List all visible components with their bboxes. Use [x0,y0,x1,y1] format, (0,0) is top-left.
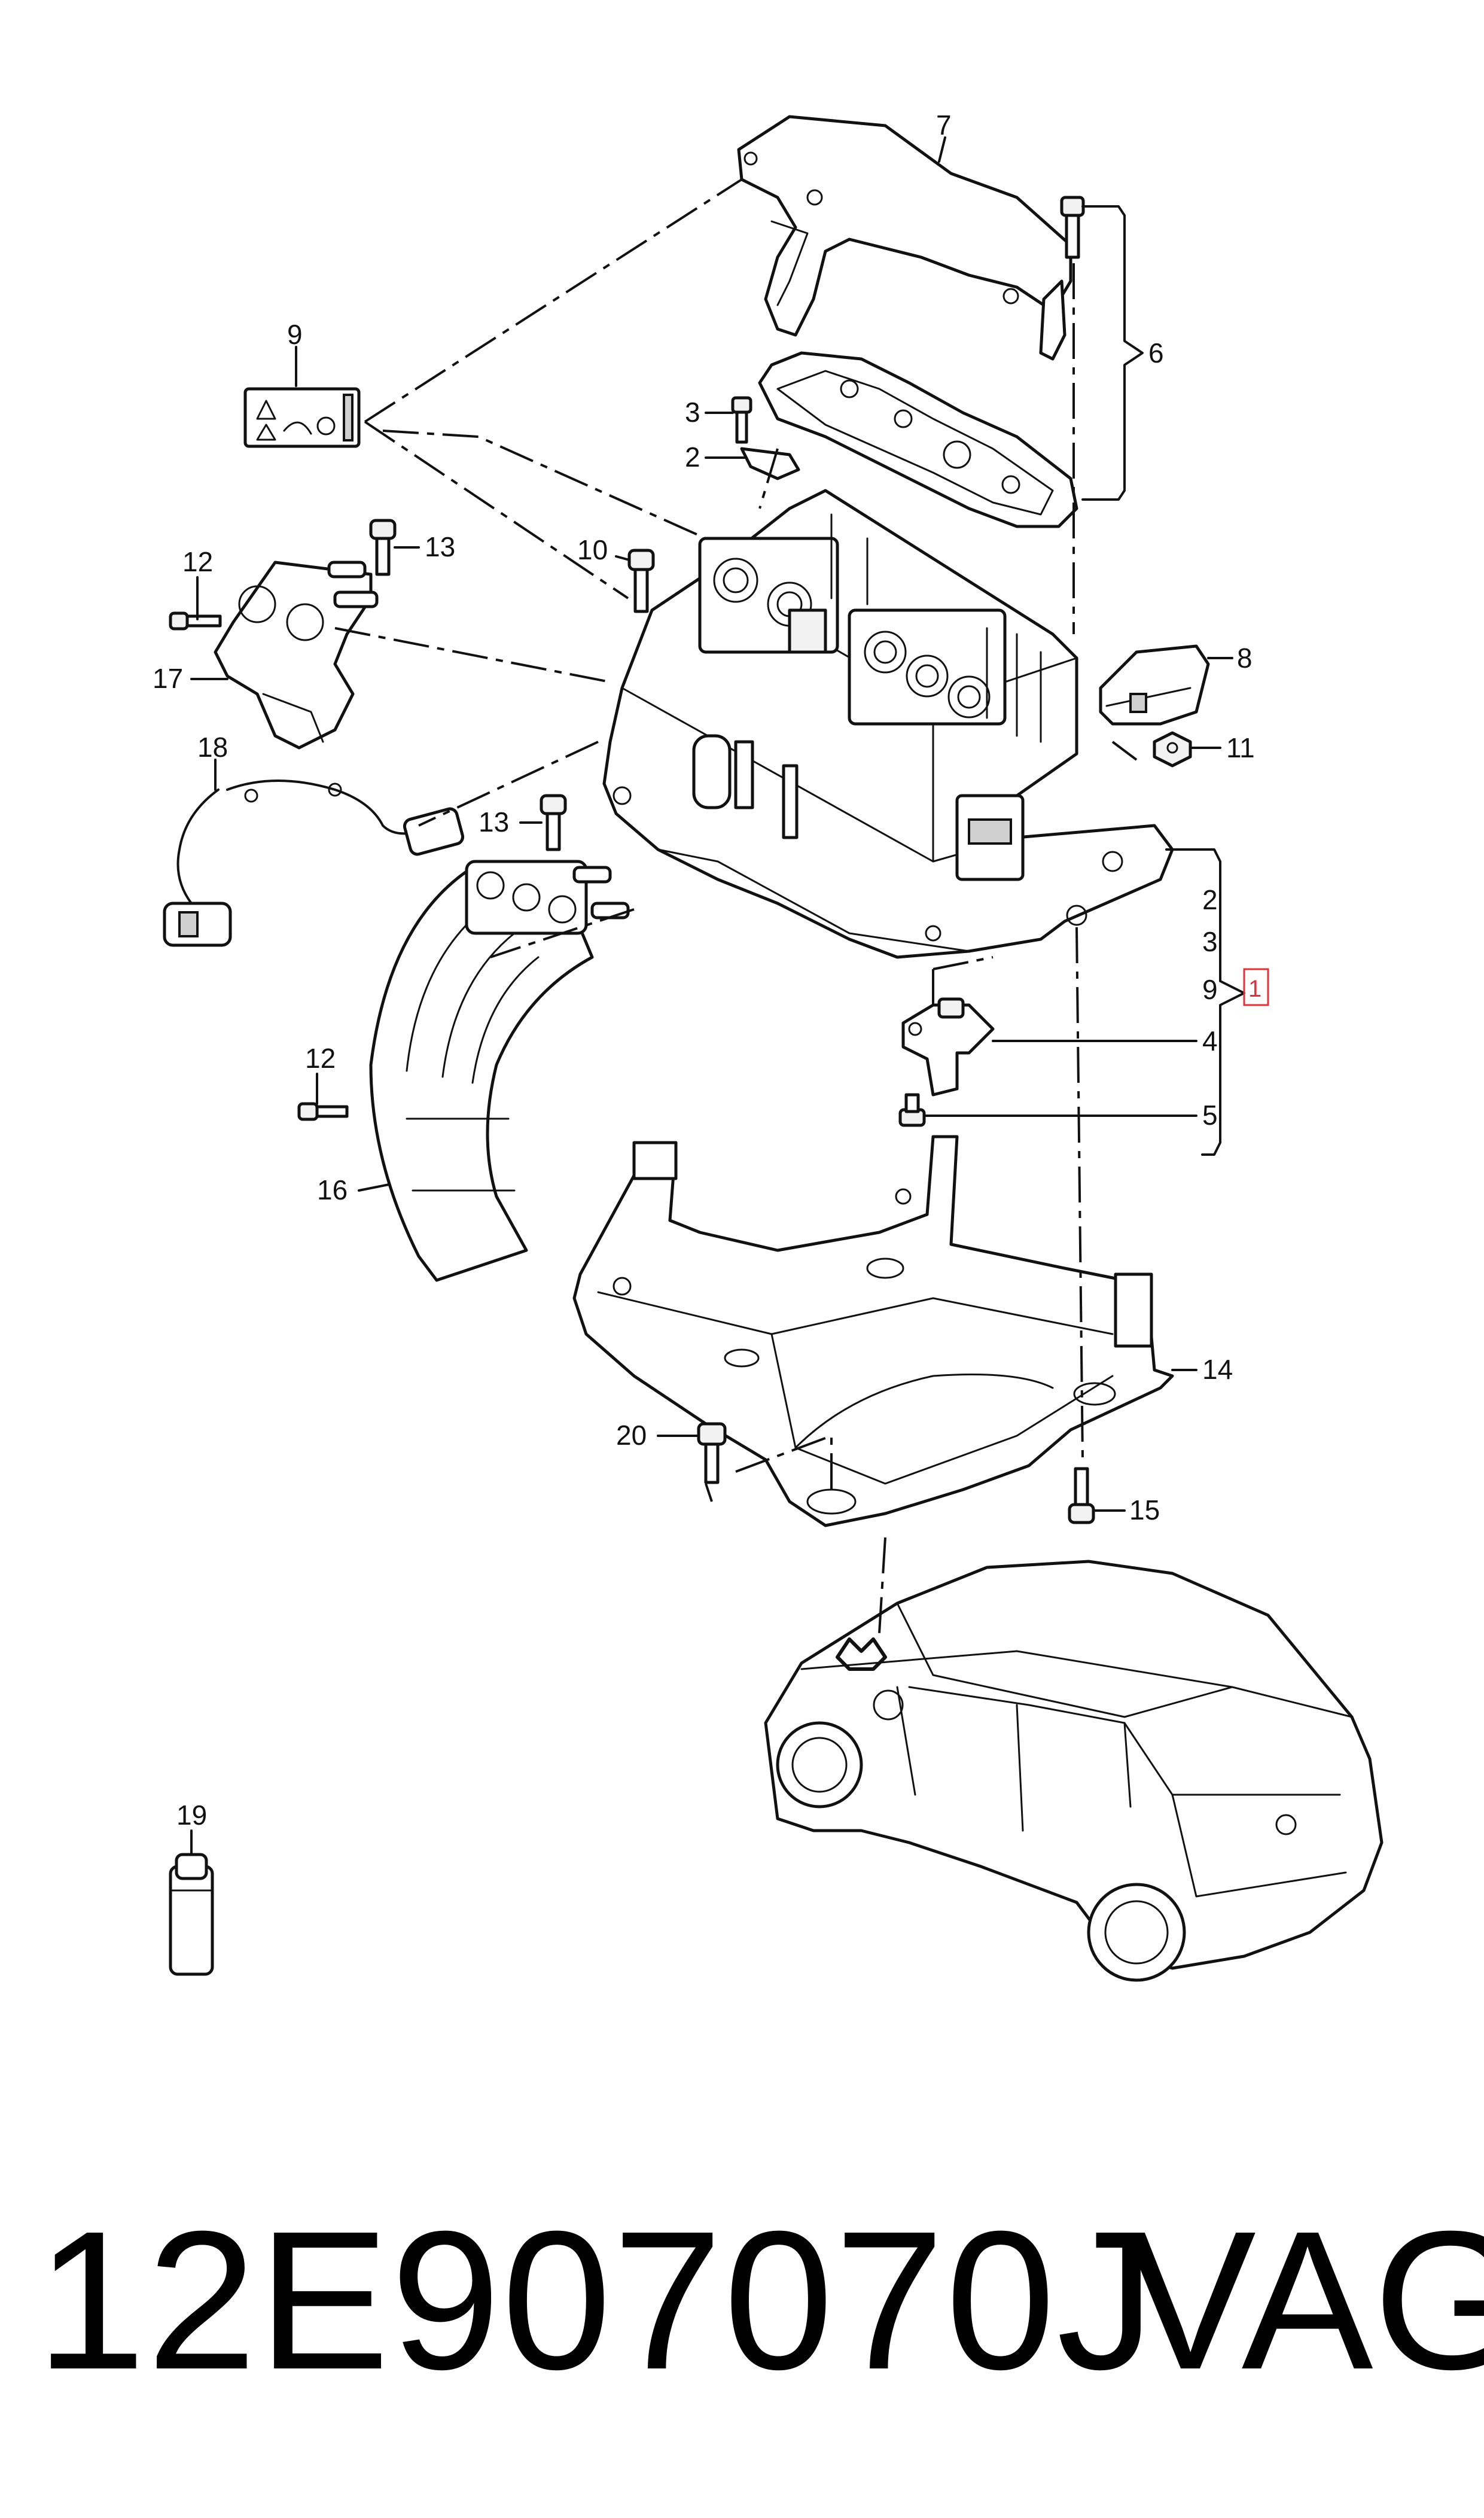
main-housing [602,489,1174,959]
part-15-bolt [1068,1467,1095,1524]
callout-18: 18 [197,732,228,763]
callout-15: 15 [1129,1494,1160,1526]
callout-7: 7 [936,109,952,141]
part-5-bolt [898,1093,926,1127]
part-17-connector [214,561,379,750]
callout-13-mid: 13 [479,806,509,838]
assembly-lines [334,178,1138,1634]
callout-12-top: 12 [182,546,213,577]
callout-17: 17 [153,663,183,694]
callout-2-bracket: 2 [1202,884,1218,915]
callout-4: 4 [1202,1025,1218,1056]
part-3-screw [731,396,752,444]
part-6-bolt [1060,196,1085,259]
callout-11: 11 [1226,732,1255,763]
part-20-bolt [697,1422,727,1484]
callout-20: 20 [616,1420,647,1451]
part-2-clip [740,447,800,480]
part-12b-bolt [297,1102,349,1121]
part-10-bolt [627,549,655,613]
part-13b-bolt [540,794,567,851]
callout-14: 14 [1202,1354,1233,1385]
part-18-harness [163,780,465,947]
callout-6: 6 [1148,337,1164,369]
part-12a-bolt [169,611,222,631]
callout-1: 1 [1248,976,1261,1002]
callout-3-top: 3 [685,397,700,428]
part-number: 12E907070J [36,2190,1157,2410]
gasket [758,351,1078,528]
callout-8: 8 [1237,643,1253,674]
part-7-cover [737,115,1072,361]
car-outline [764,1560,1384,1982]
callout-5: 5 [1202,1100,1218,1131]
callout-12-bottom: 12 [305,1043,336,1074]
callout-13-top: 13 [425,531,455,562]
callout-labels: 7 6 9 3 2 10 8 11 12 13 17 18 13 2 3 9 1… [153,109,1261,1831]
part-11-nut [1153,731,1192,768]
part-4-sensor [901,997,995,1097]
callout-2-top: 2 [685,442,700,473]
callout-16: 16 [317,1174,348,1205]
part-9-warning-label [243,387,361,448]
brand-name: VAG [1125,2190,1484,2410]
part-13a-bolt [369,519,397,576]
callout-19: 19 [176,1800,207,1831]
footer: 12E907070J VAG [0,2178,1484,2429]
callout-1-highlight-box [1243,968,1269,1006]
callout-3-bracket: 3 [1202,926,1218,957]
callout-9-label: 9 [287,319,303,350]
part-19-bottle [169,1853,214,1976]
part-16-conduit [369,860,630,1282]
part-8-cover [1099,644,1210,726]
callout-9-bracket: 9 [1202,974,1218,1005]
callout-10: 10 [577,534,608,565]
